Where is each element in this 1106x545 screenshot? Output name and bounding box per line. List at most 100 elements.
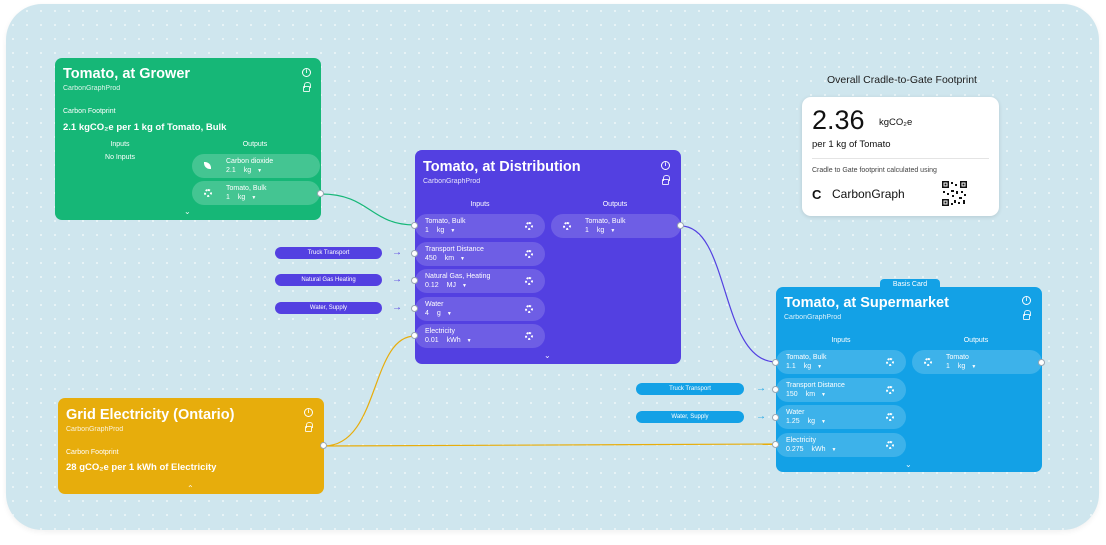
output-port[interactable]: [320, 442, 327, 449]
chevron-down-icon[interactable]: ▼: [821, 419, 826, 425]
unit-select[interactable]: MJ: [446, 282, 456, 289]
gear-icon[interactable]: [525, 277, 533, 285]
output-port[interactable]: [677, 222, 684, 229]
electricity-card[interactable]: Grid Electricity (Ontario) CarbonGraphPr…: [58, 398, 324, 494]
tag-natural-gas-heating[interactable]: Natural Gas Heating: [275, 274, 382, 286]
lock-icon[interactable]: [305, 422, 313, 432]
unit-select[interactable]: g: [436, 310, 441, 317]
gear-icon[interactable]: [563, 222, 571, 230]
chevron-down-icon[interactable]: ▼: [450, 228, 456, 234]
gear-icon[interactable]: [525, 250, 533, 258]
input-port[interactable]: [411, 305, 418, 312]
output-value[interactable]: 1: [946, 363, 950, 370]
tag-truck-transport[interactable]: Truck Transport: [275, 247, 382, 259]
chevron-down-icon[interactable]: ▼: [251, 195, 257, 201]
input-value[interactable]: 0.12: [425, 282, 439, 289]
input-value-row[interactable]: 1.25 kg ▼: [786, 418, 826, 425]
gear-icon[interactable]: [886, 386, 894, 394]
input-value-row[interactable]: 1 kg ▼: [425, 227, 455, 234]
output-value[interactable]: 1: [226, 194, 230, 201]
unit-select[interactable]: kg: [243, 167, 252, 174]
output-port[interactable]: [317, 190, 324, 197]
unit-select[interactable]: kWh: [446, 337, 461, 344]
collapse-chevron-icon[interactable]: ⌃: [187, 484, 194, 493]
lock-icon[interactable]: [303, 82, 311, 92]
input-value[interactable]: 1.25: [786, 418, 800, 425]
output-value-row[interactable]: 1 kg ▼: [946, 363, 976, 370]
output-port[interactable]: [1038, 359, 1045, 366]
chevron-down-icon[interactable]: ▼: [971, 364, 977, 370]
input-value-row[interactable]: 150 km ▼: [786, 391, 826, 398]
chevron-down-icon[interactable]: ▼: [610, 228, 616, 234]
input-value[interactable]: 450: [425, 255, 437, 262]
gear-icon[interactable]: [886, 358, 894, 366]
gear-icon[interactable]: [886, 413, 894, 421]
input-value[interactable]: 150: [786, 391, 798, 398]
chevron-down-icon[interactable]: ▼: [831, 447, 837, 453]
output-value-row[interactable]: 1 kg ▼: [226, 194, 256, 201]
grower-card[interactable]: Tomato, at Grower CarbonGraphProd i Carb…: [55, 58, 321, 220]
chevron-down-icon[interactable]: ▼: [446, 311, 452, 317]
unit-select[interactable]: kWh: [811, 446, 826, 453]
info-icon[interactable]: i: [1022, 296, 1031, 305]
unit-select[interactable]: kg: [957, 363, 966, 370]
input-port[interactable]: [411, 332, 418, 339]
unit-select[interactable]: kg: [436, 227, 445, 234]
input-port[interactable]: [411, 222, 418, 229]
unit-select[interactable]: kg: [237, 194, 246, 201]
expand-chevron-icon[interactable]: ⌄: [905, 460, 912, 469]
tag-truck-transport[interactable]: Truck Transport: [636, 383, 744, 395]
expand-chevron-icon[interactable]: ⌄: [544, 351, 551, 360]
input-value-row[interactable]: 0.12 MJ ▼: [425, 282, 467, 289]
supermarket-card[interactable]: Tomato, at Supermarket CarbonGraphProd i…: [776, 287, 1042, 472]
output-value[interactable]: 1: [585, 227, 589, 234]
input-value-row[interactable]: 0.275 kWh ▼: [786, 446, 836, 453]
lock-icon[interactable]: [662, 175, 670, 185]
input-value[interactable]: 0.275: [786, 446, 804, 453]
chevron-down-icon[interactable]: ▼: [821, 392, 826, 398]
gear-icon[interactable]: [204, 189, 212, 197]
chevron-down-icon[interactable]: ▼: [257, 168, 263, 174]
tag-water-supply[interactable]: Water, Supply: [636, 411, 744, 423]
input-port[interactable]: [411, 250, 418, 257]
chevron-down-icon[interactable]: ▼: [461, 283, 467, 289]
info-icon[interactable]: i: [661, 161, 670, 170]
unit-select[interactable]: kg: [807, 418, 816, 425]
unit-select[interactable]: km: [444, 255, 455, 262]
input-value-row[interactable]: 450 km ▼: [425, 255, 465, 262]
input-port[interactable]: [772, 386, 779, 393]
info-icon[interactable]: i: [304, 408, 313, 417]
gear-icon[interactable]: [525, 305, 533, 313]
gear-icon[interactable]: [525, 332, 533, 340]
input-port[interactable]: [411, 277, 418, 284]
input-value[interactable]: 4: [425, 310, 429, 317]
unit-select[interactable]: kg: [803, 363, 812, 370]
info-icon[interactable]: i: [302, 68, 311, 77]
chevron-down-icon[interactable]: ▼: [466, 338, 472, 344]
distribution-card[interactable]: Tomato, at Distribution CarbonGraphProd …: [415, 150, 681, 364]
tag-water-supply[interactable]: Water, Supply: [275, 302, 382, 314]
input-value[interactable]: 1.1: [786, 363, 796, 370]
chevron-down-icon[interactable]: ▼: [460, 256, 465, 262]
unit-select[interactable]: km: [805, 391, 816, 398]
gear-icon[interactable]: [525, 222, 533, 230]
input-value[interactable]: 1: [425, 227, 429, 234]
expand-chevron-icon[interactable]: ⌄: [184, 207, 191, 216]
lock-icon[interactable]: [1023, 310, 1031, 320]
